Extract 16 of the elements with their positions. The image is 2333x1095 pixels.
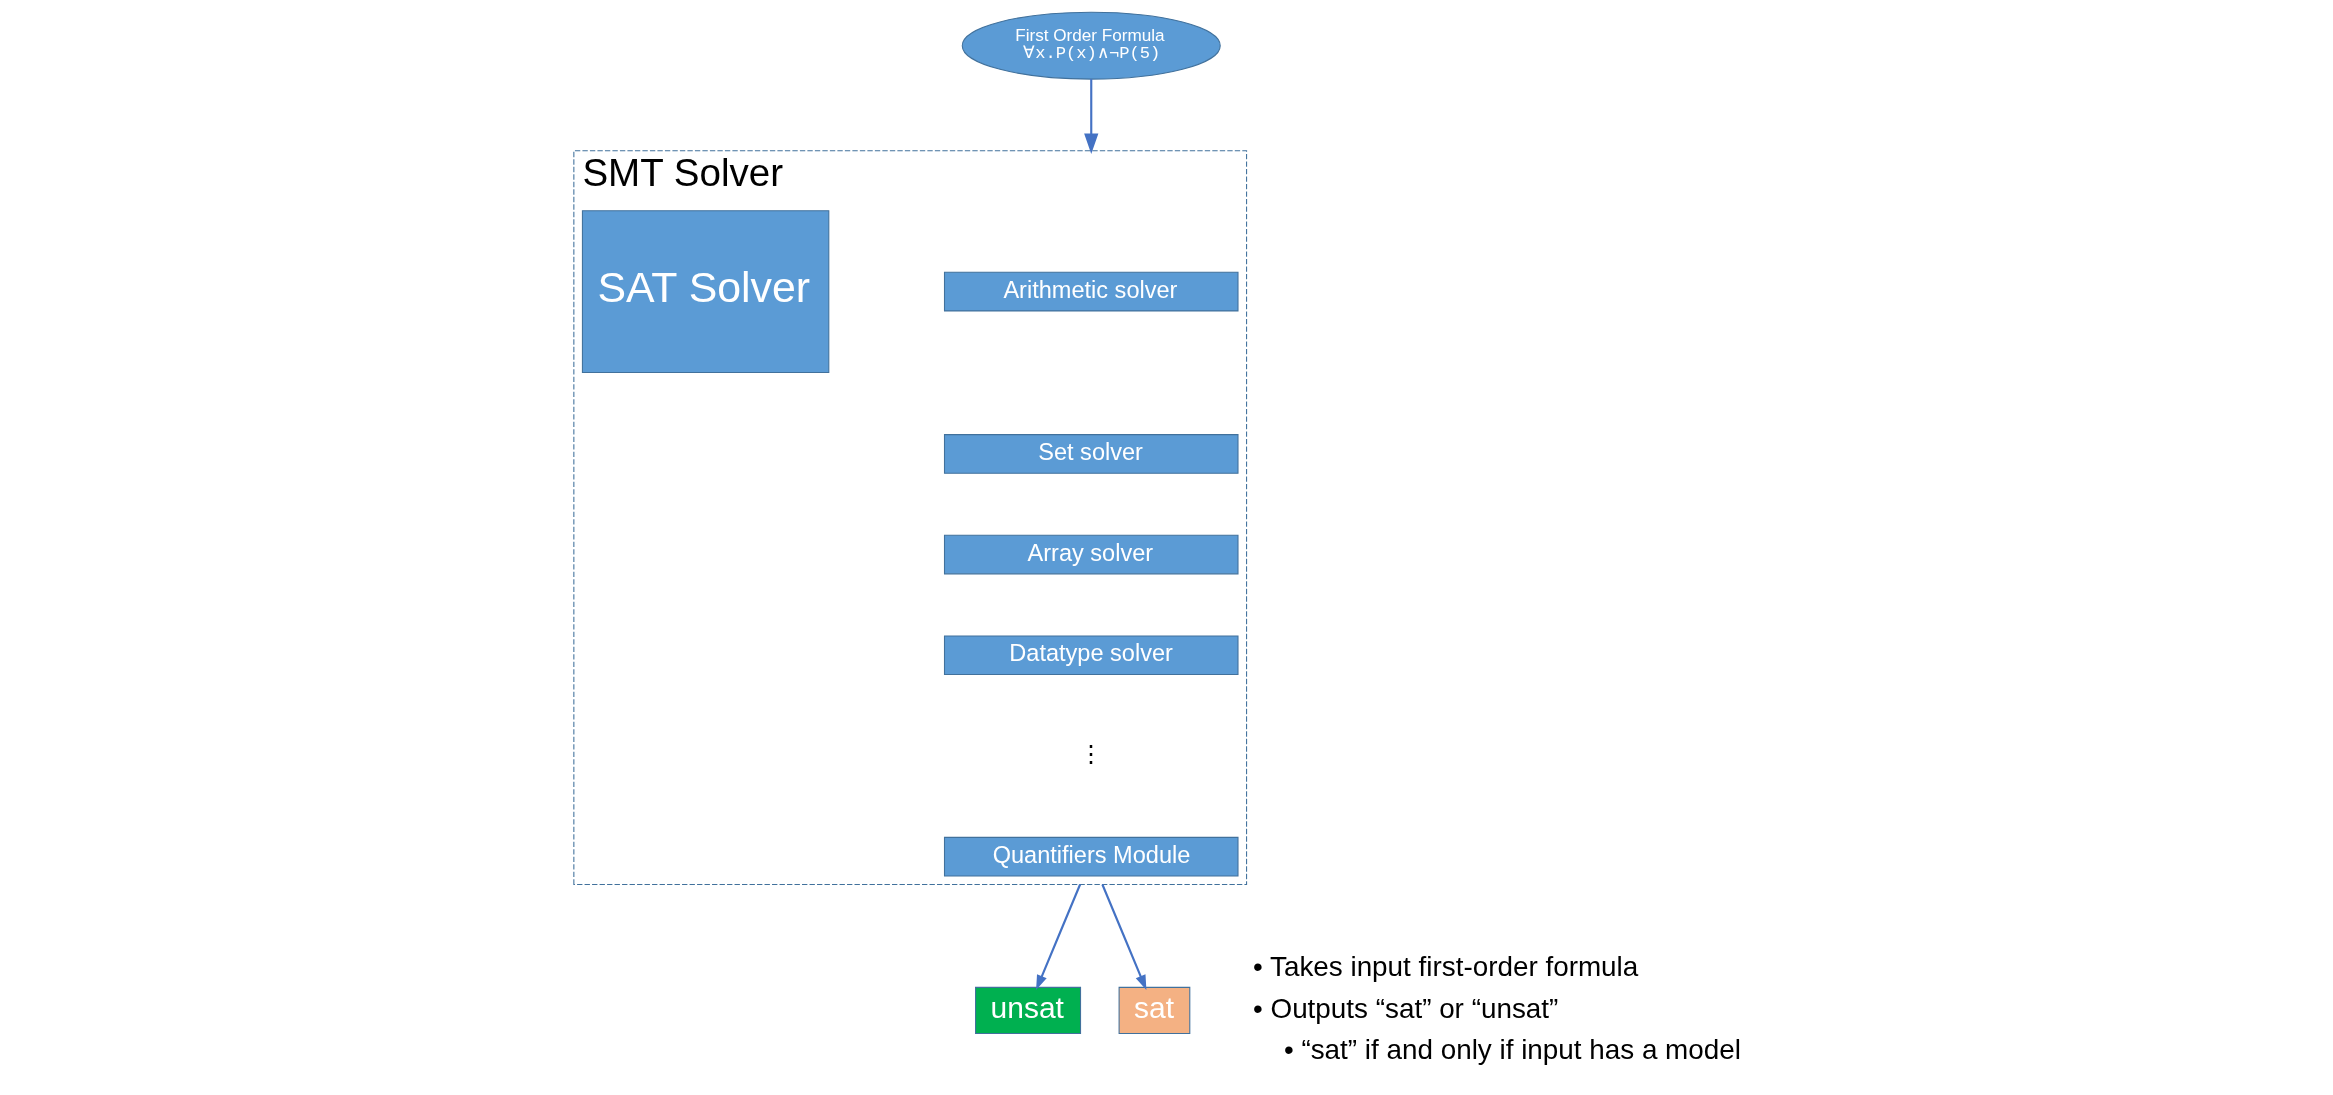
node-box: SAT Solver bbox=[581, 210, 830, 373]
node-box: sat bbox=[1118, 986, 1191, 1034]
node-box: unsat bbox=[975, 986, 1082, 1034]
label: ⋮ bbox=[1079, 740, 1104, 767]
arrow bbox=[1101, 884, 1147, 990]
node-box: Quantifiers Module bbox=[943, 836, 1239, 877]
node-ellipse: First Order Formula ∀x.P(x)∧¬P(5) bbox=[961, 11, 1221, 80]
label: • “sat” if and only if input has a model bbox=[1283, 1034, 1741, 1066]
arrow bbox=[1036, 884, 1082, 990]
label: • Takes input first-order formula bbox=[1253, 950, 1639, 982]
node-box: Set solver bbox=[943, 434, 1239, 474]
label: • Outputs “sat” or “unsat” bbox=[1253, 992, 1559, 1024]
node-box: Array solver bbox=[943, 534, 1239, 575]
node-box: Arithmetic solver bbox=[943, 271, 1239, 312]
arrow bbox=[1084, 79, 1099, 154]
node-box: Datatype solver bbox=[943, 635, 1239, 676]
